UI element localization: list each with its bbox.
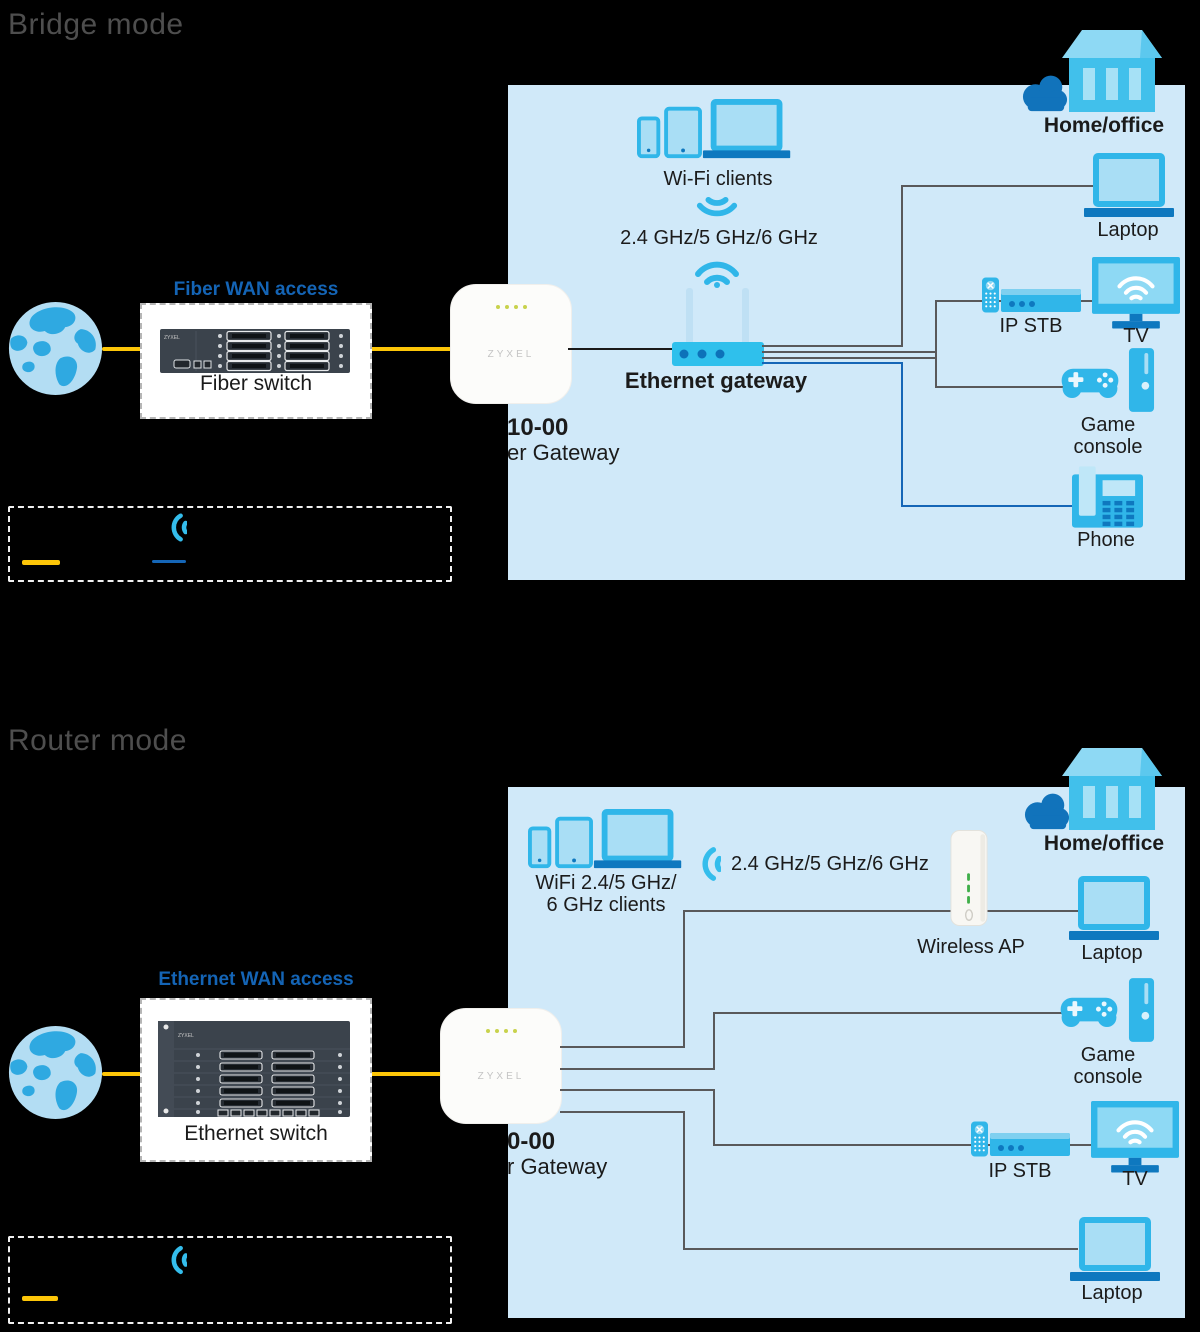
legend-wifi-icon [167, 1245, 187, 1275]
bridge-legend-box [8, 506, 452, 582]
router-wifi-clients-label2: 6 GHz clients [546, 894, 666, 916]
set-top-box-icon [990, 1133, 1070, 1156]
legend-fiber-line-sample [22, 560, 60, 565]
wan-ethernet-link-line [102, 1072, 142, 1076]
internet-globe-icon [7, 1024, 104, 1121]
gamepad-icon [1058, 994, 1120, 1028]
ap-laptop-connector-line [683, 910, 1078, 912]
wifi-clients-label: Wi-Fi clients [663, 168, 773, 190]
bridge-wifi-bands-label: 2.4 GHz/5 GHz/6 GHz [620, 227, 818, 249]
stb-connector-line [560, 1089, 715, 1091]
router-laptop-bottom-label: Laptop [1081, 1282, 1143, 1304]
router-laptop-top-label: Laptop [1081, 942, 1143, 964]
laptop-connector-line [901, 185, 1093, 187]
fiber-switch-icon [160, 329, 350, 373]
wireless-ap-label: Wireless AP [917, 936, 1025, 958]
phone-connector-line [762, 362, 903, 364]
console-connector-line [762, 357, 937, 359]
laptop-connector-line [901, 185, 903, 347]
laptop2-connector-line [683, 1248, 1078, 1250]
laptop-icon [1083, 152, 1175, 218]
ap-laptop-connector-line [560, 1046, 685, 1048]
legend-wifi-icon [167, 513, 187, 542]
bridge-gateway-model-label: 10-00 [507, 414, 569, 441]
router-legend-box [8, 1236, 452, 1324]
wifi-waves-up-icon [693, 254, 741, 288]
device-led-indicators [451, 305, 571, 309]
legend-ethernet-line-sample [152, 560, 186, 563]
router-ip-stb-label: IP STB [988, 1160, 1052, 1182]
bridge-ip-stb-label: IP STB [999, 315, 1063, 337]
router-home-office-label: Home/office [1043, 832, 1165, 855]
ethernet-switch-label: Ethernet switch [184, 1122, 328, 1145]
console-connector-line [713, 1012, 715, 1070]
bridge-section-title: Bridge mode [8, 8, 184, 41]
router-wifi-clients-label: WiFi 2.4/5 GHz/ [535, 872, 677, 894]
zyxel-brand-text: ZYXEL [477, 1070, 525, 1082]
laptop-icon [1068, 875, 1160, 941]
legend-ethernet-line-sample [22, 1296, 58, 1301]
stb-console-connector-line [935, 300, 937, 388]
bridge-tv-label: TV [1123, 325, 1149, 347]
ethernet-gateway-link-line [370, 1072, 446, 1076]
game-console-tower-icon [1128, 977, 1155, 1043]
fiber-switch-label: Fiber switch [199, 372, 313, 395]
zyxel-router-gateway-device: ZYXEL [440, 1008, 562, 1124]
wireless-ap-icon [950, 828, 988, 928]
game-console-tower-icon [1128, 346, 1155, 414]
console-connector-line [713, 1012, 1066, 1014]
set-top-box-icon [1001, 289, 1081, 312]
laptop2-connector-line [683, 1111, 685, 1250]
bridge-home-office-label: Home/office [1043, 114, 1165, 137]
bridge-wan-access-heading: Fiber WAN access [173, 279, 339, 300]
router-tv-label: TV [1122, 1168, 1148, 1190]
remote-control-icon [971, 1121, 988, 1157]
wan-fiber-link-line [102, 347, 142, 351]
ethernet-gateway-label: Ethernet gateway [624, 368, 808, 393]
gamepad-icon [1059, 365, 1121, 399]
fiber-gateway-link-line [370, 347, 453, 351]
router-gateway-type-label: r Gateway [507, 1154, 608, 1179]
bridge-game-console-label2: console [1073, 436, 1143, 458]
wifi-waves-left-icon [697, 845, 721, 883]
ethernet-switch-icon [158, 1021, 350, 1117]
laptop-connector-line [762, 345, 903, 347]
console-connector-line [560, 1068, 715, 1070]
wifi-clients-devices-icon [637, 98, 797, 166]
bridge-phone-label: Phone [1077, 529, 1135, 551]
remote-control-icon [982, 277, 999, 313]
zyxel-fiber-gateway-device: ZYXEL [450, 284, 572, 404]
internet-globe-icon [7, 300, 104, 397]
bridge-laptop-label: Laptop [1097, 219, 1159, 241]
router-wifi-bands-label: 2.4 GHz/5 GHz/6 GHz [731, 853, 929, 875]
router-wan-access-heading: Ethernet WAN access [158, 969, 354, 990]
router-section-title: Router mode [8, 724, 187, 757]
router-game-console-label2: console [1073, 1066, 1143, 1088]
tv-icon [1091, 1101, 1179, 1178]
console-connector-line [935, 386, 1070, 388]
stb-connector-line [713, 1144, 1095, 1146]
home-office-building-icon [1062, 746, 1162, 830]
wifi-waves-down-icon [694, 196, 740, 221]
device-led-indicators [441, 1029, 561, 1033]
zyxel-brand-text: ZYXEL [487, 348, 535, 360]
phone-connector-line [901, 362, 903, 507]
desk-phone-icon [1072, 466, 1143, 528]
router-gateway-model-label: 0-00 [507, 1128, 556, 1155]
phone-connector-line [901, 505, 1078, 507]
laptop-icon [1069, 1216, 1161, 1282]
ap-laptop-connector-line [683, 910, 685, 1048]
tv-icon [1092, 257, 1180, 334]
bridge-gateway-type-label: er Gateway [507, 440, 620, 465]
stb-connector-line [762, 351, 937, 353]
bridge-game-console-label: Game [1080, 414, 1136, 436]
router-panel [508, 787, 1185, 1318]
home-office-building-icon [1062, 28, 1162, 112]
device-gateway-line [568, 348, 674, 350]
stb-connector-line [713, 1089, 715, 1146]
ethernet-gateway-icon [672, 288, 764, 366]
wifi-clients-devices-icon [528, 808, 688, 876]
laptop2-connector-line [560, 1111, 685, 1113]
router-game-console-label: Game [1080, 1044, 1136, 1066]
